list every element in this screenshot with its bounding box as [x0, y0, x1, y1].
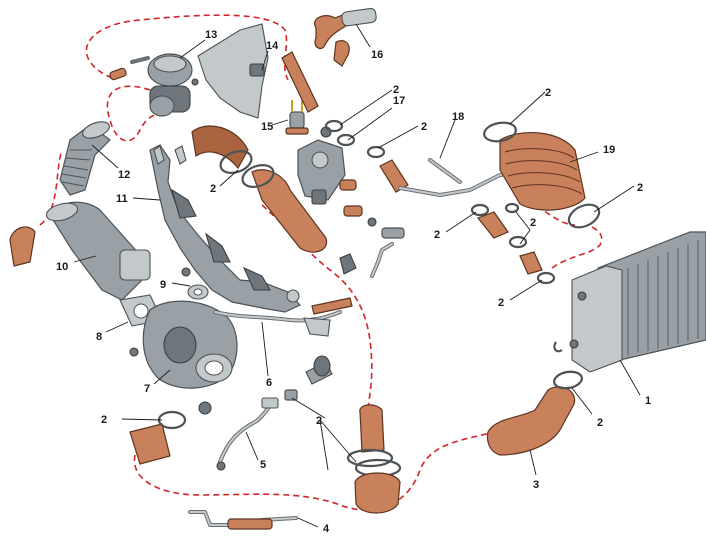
short-hose-lower-left	[129, 410, 187, 465]
callout-2-clamp-intercooler-inlet: 2	[498, 297, 504, 309]
route-line-intercooler	[551, 225, 603, 269]
flange-part-9	[181, 267, 209, 300]
callout-18: 18	[452, 111, 464, 123]
callout-11: 11	[116, 193, 128, 205]
callout-labels: 1 2 3 4 5 6 7 8 9 10 11 12 13 14 15 16 1…	[56, 29, 651, 535]
callout-6: 6	[266, 377, 272, 389]
callout-2-clamp-center-right: 2	[421, 121, 427, 133]
lower-hose-center	[346, 404, 402, 514]
callout-16: 16	[371, 49, 383, 61]
small-hose-chain-right	[470, 202, 556, 285]
exhaust-manifold-part-11	[149, 144, 301, 313]
leader-lines	[73, 23, 641, 528]
callout-10: 10	[56, 261, 68, 273]
downpipe-part-10	[9, 201, 151, 301]
wastegate-actuator-part-13	[109, 53, 199, 117]
small-hoses-center	[281, 51, 405, 278]
callout-1: 1	[645, 395, 651, 407]
callout-2-clamp-top-center: 2	[393, 84, 399, 96]
intake-hose-upper	[191, 125, 328, 253]
turbocharger-part-7	[129, 300, 238, 415]
upper-hose-part-16	[314, 7, 377, 67]
oil-block-part-17	[297, 126, 346, 205]
callout-2-clamp-boot-bottom: 2	[637, 182, 643, 194]
outlet-hose-part-3	[486, 370, 583, 456]
flex-pipe-part-12	[59, 121, 111, 196]
route-line-left	[106, 85, 158, 142]
callout-17: 17	[393, 95, 405, 107]
pipe-part-4	[188, 510, 298, 530]
callout-12: 12	[118, 169, 130, 181]
oil-pipe-part-6	[213, 297, 353, 337]
callout-5: 5	[260, 459, 266, 471]
callout-3: 3	[533, 479, 539, 491]
callout-7: 7	[144, 383, 150, 395]
callout-2-clamp-upper-hose: 2	[210, 183, 216, 195]
callout-4: 4	[323, 523, 330, 535]
assembly-route-lines	[39, 14, 603, 511]
heat-shield-part-14	[197, 23, 269, 119]
route-line-top	[85, 14, 289, 81]
callout-9: 9	[160, 279, 166, 291]
oil-fitting-part-15	[285, 100, 309, 135]
callout-2-clamp-lower-left: 2	[101, 414, 107, 426]
callout-8: 8	[96, 331, 102, 343]
callout-15: 15	[261, 121, 273, 133]
intercooler-part-1	[553, 231, 706, 373]
callout-2-clamp-pipe: 2	[434, 229, 440, 241]
callout-2-clamp-small-right: 2	[530, 217, 536, 229]
callout-14: 14	[266, 40, 279, 52]
callout-2-clamp-right-lower: 2	[597, 417, 603, 429]
oil-return-pipe-part-5	[216, 355, 333, 471]
callout-2-clamp-boot-top: 2	[545, 87, 551, 99]
route-line-left-hose	[39, 149, 63, 226]
route-line-bottom	[133, 429, 501, 511]
intake-boot-part-19	[483, 121, 601, 229]
callout-19: 19	[603, 144, 615, 156]
callout-2-clamps-lower-center: 2	[316, 415, 322, 427]
callout-13: 13	[205, 29, 217, 41]
